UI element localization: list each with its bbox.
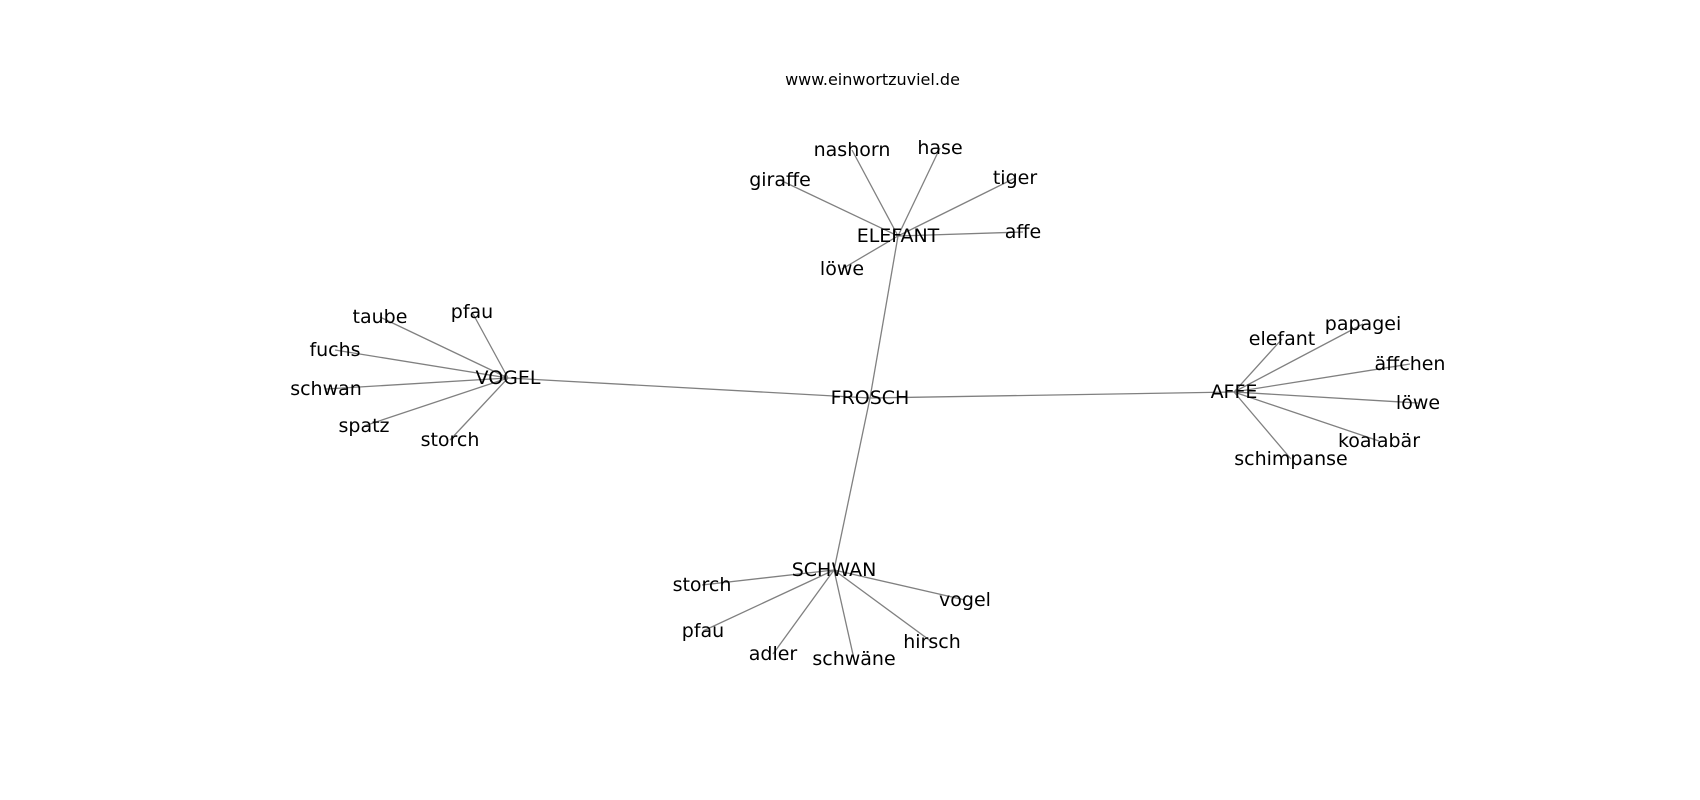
edge-hub-to-leaf xyxy=(702,569,835,632)
leaf-node-label: pfau xyxy=(451,301,493,323)
leaf-node-label: taube xyxy=(353,306,408,328)
edge-center-to-hub xyxy=(507,377,871,399)
leaf-node-label: hase xyxy=(917,137,962,159)
edge-hub-to-leaf xyxy=(851,149,899,237)
leaf-node-label: giraffe xyxy=(749,169,811,191)
edge-hub-to-leaf xyxy=(379,316,509,379)
leaf-node-label: tiger xyxy=(993,167,1037,189)
edge-hub-to-leaf xyxy=(772,569,835,655)
edge-hub-to-leaf xyxy=(1233,391,1419,404)
edge-hub-to-leaf xyxy=(833,569,855,660)
edge-center-to-hub xyxy=(869,235,899,399)
labels-layer: FROSCH ELEFANT nashorn hase giraffe tiger affe… xyxy=(290,137,1445,670)
edge-hub-to-leaf xyxy=(325,377,509,390)
leaf-node-label: elefant xyxy=(1249,328,1315,350)
edge-hub-to-leaf xyxy=(1233,363,1411,393)
hub-node-label: ELEFANT xyxy=(857,225,940,247)
edges-layer xyxy=(325,147,1419,660)
edge-hub-to-leaf xyxy=(701,569,835,586)
edge-hub-to-leaf xyxy=(833,569,966,601)
leaf-node-label: schimpanse xyxy=(1234,448,1348,470)
hub-node-label: AFFE xyxy=(1211,381,1258,403)
leaf-node-label: vogel xyxy=(939,589,991,611)
hub-node-label: SCHWAN xyxy=(792,559,877,581)
leaf-node-label: storch xyxy=(673,574,732,596)
leaf-node-label: koalabär xyxy=(1338,430,1420,452)
edge-hub-to-leaf xyxy=(841,235,899,270)
edge-hub-to-leaf xyxy=(1233,338,1283,393)
center-node-label: FROSCH xyxy=(831,387,910,409)
edge-center-to-hub xyxy=(833,397,871,571)
edge-hub-to-leaf xyxy=(897,231,1024,237)
edge-hub-to-leaf xyxy=(897,147,941,237)
leaf-node-label: schwäne xyxy=(812,648,895,670)
leaf-node-label: spatz xyxy=(338,415,389,437)
leaf-node-label: papagei xyxy=(1325,313,1401,335)
leaf-node-label: schwan xyxy=(290,378,362,400)
site-url: www.einwortzuviel.de xyxy=(785,70,960,89)
edge-center-to-hub xyxy=(869,391,1235,399)
edge-hub-to-leaf xyxy=(897,177,1016,237)
edge-hub-to-leaf xyxy=(471,311,509,379)
leaf-node-label: löwe xyxy=(820,258,864,280)
leaf-node-label: nashorn xyxy=(814,139,891,161)
edge-hub-to-leaf xyxy=(449,377,509,441)
leaf-node-label: löwe xyxy=(1396,392,1440,414)
leaf-node-label: pfau xyxy=(682,620,724,642)
leaf-node-label: affe xyxy=(1005,221,1041,243)
leaf-node-label: hirsch xyxy=(903,631,961,653)
hub-node-label: VOGEL xyxy=(476,367,541,389)
edge-hub-to-leaf xyxy=(1233,391,1292,460)
edge-hub-to-leaf xyxy=(334,349,509,379)
edge-hub-to-leaf xyxy=(363,377,509,427)
leaf-node-label: adler xyxy=(749,643,798,665)
edge-hub-to-leaf xyxy=(1233,391,1380,442)
edge-hub-to-leaf xyxy=(833,569,933,643)
leaf-node-label: fuchs xyxy=(309,339,360,361)
edge-hub-to-leaf xyxy=(779,179,899,237)
edge-hub-to-leaf xyxy=(1233,323,1364,393)
leaf-node-label: äffchen xyxy=(1375,353,1446,375)
leaf-node-label: storch xyxy=(421,429,480,451)
